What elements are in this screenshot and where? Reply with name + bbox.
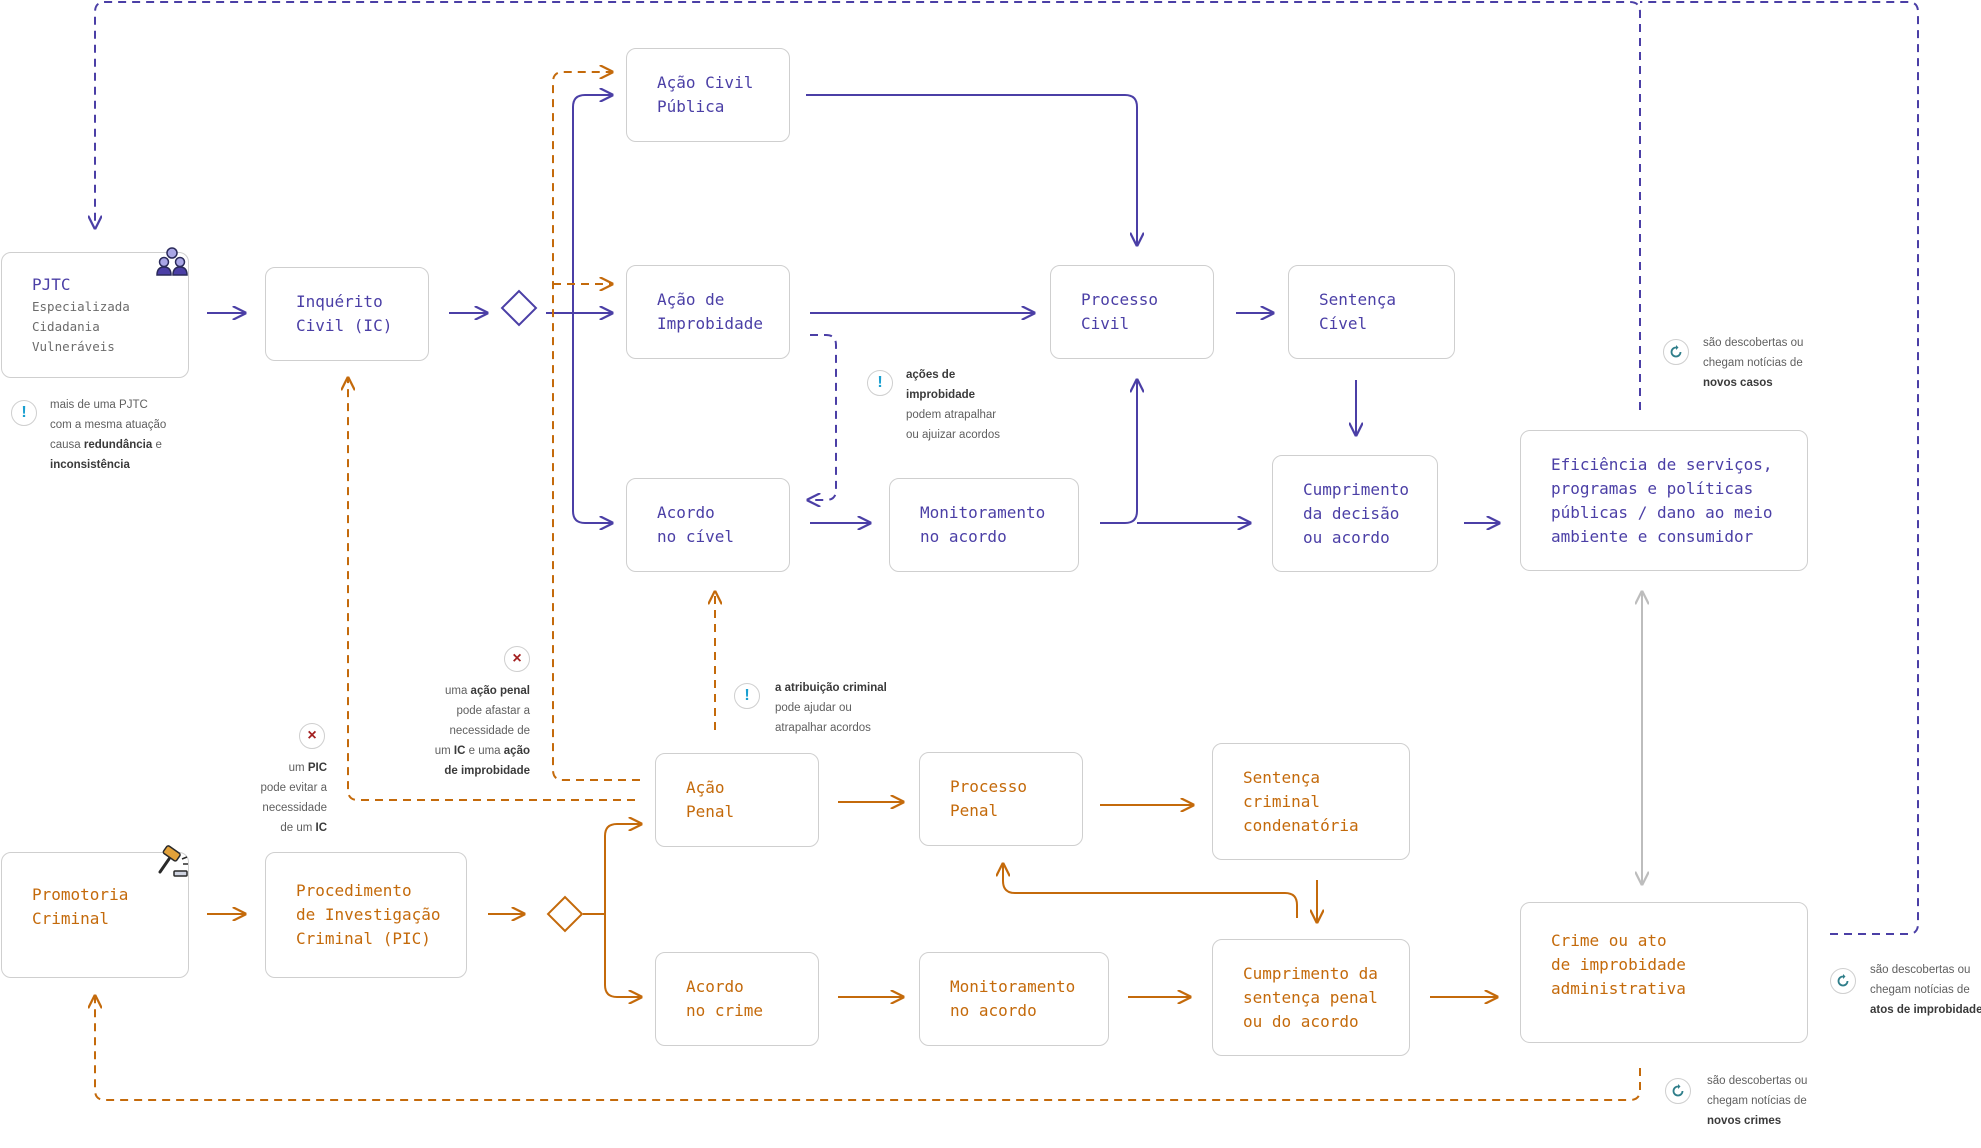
atribuicao-warning-icon: ! xyxy=(734,683,760,709)
pic-cross-icon: × xyxy=(299,723,325,749)
pic-node[interactable]: Procedimento de Investigação Criminal (P… xyxy=(265,852,467,978)
criminal-feedback-dashed xyxy=(95,72,1641,1101)
acao-improbidade-node[interactable]: Ação de Improbidade xyxy=(626,265,790,359)
pjtc-title: PJTC xyxy=(32,275,71,294)
improbidade-warning-icon: ! xyxy=(867,370,893,396)
atos-improbidade-refresh-icon xyxy=(1830,968,1856,994)
acao-penal-node[interactable]: Ação Penal xyxy=(655,753,819,847)
gavel-icon xyxy=(158,845,188,877)
atos-improbidade-note: são descobertas ou chegam notícias de at… xyxy=(1870,964,1981,1016)
novos-crimes-note: são descobertas ou chegam notícias de no… xyxy=(1707,1075,1808,1127)
criminal-decision-diamond xyxy=(546,895,584,933)
acao-civil-publica-node[interactable]: Ação Civil Pública xyxy=(626,48,790,142)
monitoramento-crime-node[interactable]: Monitoramento no acordo xyxy=(919,952,1109,1046)
cumprimento-civel-node[interactable]: Cumprimento da decisão ou acordo xyxy=(1272,455,1438,572)
acao-penal-cross-icon: × xyxy=(504,646,530,672)
crime-improbidade-node[interactable]: Crime ou ato de improbidade administrati… xyxy=(1520,902,1808,1043)
novos-casos-refresh-icon xyxy=(1663,339,1689,365)
monitoramento-civel-node[interactable]: Monitoramento no acordo xyxy=(889,478,1079,572)
inquerito-civil-node[interactable]: Inquérito Civil (IC) xyxy=(265,267,429,361)
acordo-civel-node[interactable]: Acordo no cível xyxy=(626,478,790,572)
acordo-crime-node[interactable]: Acordo no crime xyxy=(655,952,819,1046)
pjtc-warning-icon: ! xyxy=(11,400,37,426)
sentenca-criminal-node[interactable]: Sentença criminal condenatória xyxy=(1212,743,1410,860)
criminal-flow-lines xyxy=(207,802,1497,997)
pjtc-subtitle: Especializada Cidadania Vulneráveis xyxy=(32,299,130,354)
novos-casos-note: são descobertas ou chegam notícias de no… xyxy=(1703,337,1804,389)
pjtc-note: mais de uma PJTC com a mesma atuação cau… xyxy=(50,399,167,471)
civil-decision-diamond xyxy=(500,289,538,327)
atribuicao-note: a atribuição criminal pode ajudar ou atr… xyxy=(775,682,887,734)
processo-civil-node[interactable]: Processo Civil xyxy=(1050,265,1214,359)
eficiencia-node[interactable]: Eficiência de serviços, programas e polí… xyxy=(1520,430,1808,571)
cumprimento-penal-node[interactable]: Cumprimento da sentença penal ou do acor… xyxy=(1212,939,1410,1056)
acao-penal-note: uma ação penal pode afastar a necessidad… xyxy=(434,685,530,777)
promotoria-criminal-node[interactable]: Promotoria Criminal xyxy=(1,852,189,978)
processo-penal-node[interactable]: Processo Penal xyxy=(919,752,1083,846)
novos-crimes-refresh-icon xyxy=(1665,1078,1691,1104)
civil-flow-lines xyxy=(207,95,1499,523)
sentenca-civel-node[interactable]: Sentença Cível xyxy=(1288,265,1455,359)
improbidade-note: ações de improbidade podem atrapalhar ou… xyxy=(906,369,1000,441)
group-icon xyxy=(156,247,188,276)
pic-note: um PIC pode evitar a necessidade de um I… xyxy=(260,762,328,834)
civil-feedback-dashed xyxy=(95,1,1919,935)
